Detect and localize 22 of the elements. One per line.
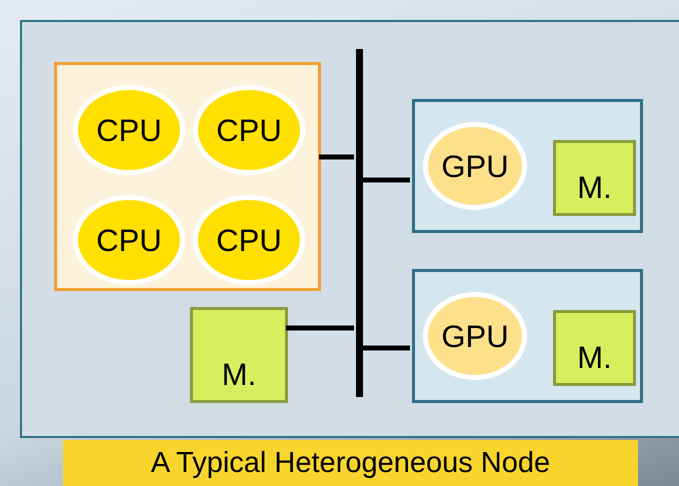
panel-background xyxy=(20,20,679,438)
node-label: GPU xyxy=(441,320,509,352)
memory-box xyxy=(190,307,288,403)
cpu-group-box xyxy=(54,62,321,291)
connector-line xyxy=(361,178,410,182)
memory-box xyxy=(553,140,636,216)
gpu-card xyxy=(412,269,643,403)
node-label: CPU xyxy=(216,224,282,256)
connector-line xyxy=(319,154,354,160)
node-label: CPU xyxy=(216,114,282,146)
node-label: CPU xyxy=(96,114,162,146)
connector-line xyxy=(286,326,354,330)
node-label: GPU xyxy=(441,150,509,182)
node-label: M. xyxy=(222,359,256,390)
node-label: CPU xyxy=(96,224,162,256)
memory-box xyxy=(553,310,636,386)
connector-line xyxy=(361,346,410,350)
node-label: M. xyxy=(577,342,612,373)
gpu-card xyxy=(412,99,643,233)
node-label: M. xyxy=(577,172,612,203)
caption-banner: A Typical Heterogeneous Node xyxy=(63,440,638,486)
bus-bar xyxy=(356,49,363,397)
